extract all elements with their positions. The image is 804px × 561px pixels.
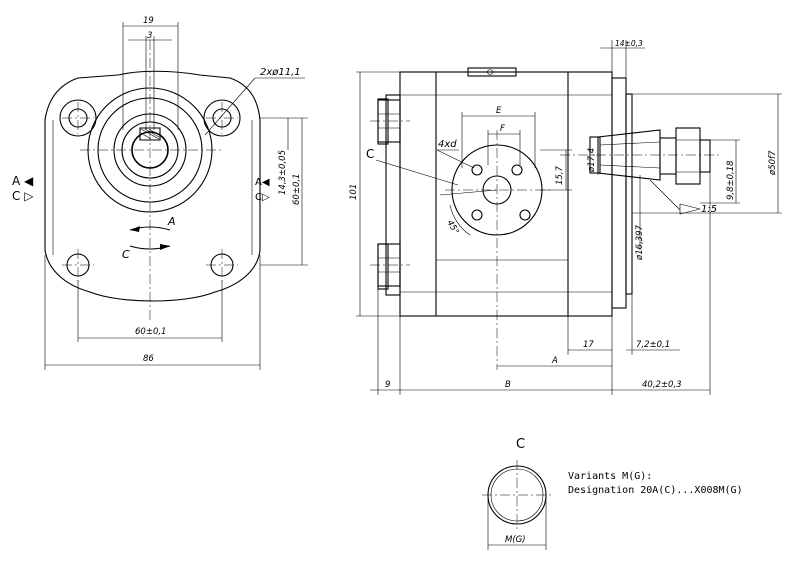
dim-9: 9 bbox=[385, 380, 390, 390]
dim-14-3: 14,3±0,05 bbox=[278, 150, 288, 195]
dim-40-2: 40,2±0,3 bbox=[642, 380, 682, 390]
dim-15-7: 15,7 bbox=[555, 165, 565, 185]
shaft-nut bbox=[675, 127, 701, 185]
dim-60-vertical: 60±0,1 bbox=[292, 174, 302, 205]
dim-mg: M(G) bbox=[505, 535, 526, 545]
dim-e: E bbox=[496, 106, 502, 116]
dim-holes: 2xø11,1 bbox=[260, 67, 301, 78]
dim-50f7: ø50f7 bbox=[768, 150, 778, 176]
dim-b: B bbox=[505, 380, 511, 390]
dim-45-deg: 45° bbox=[444, 219, 460, 237]
detail-c: C M(G) Variants M(G): Designation 20A(C)… bbox=[482, 437, 743, 550]
top-boss bbox=[467, 67, 517, 77]
detail-c-callout: C bbox=[366, 147, 374, 161]
front-body-outline bbox=[44, 70, 261, 302]
dim-17-4: ø17,4 bbox=[587, 148, 597, 173]
rotation-a-label: A bbox=[167, 215, 176, 228]
inner-a-label: A◀ bbox=[255, 177, 270, 188]
variants-line-1: Variants M(G): bbox=[568, 471, 652, 482]
rotation-c-label: C bbox=[122, 248, 130, 261]
pump-body bbox=[399, 71, 613, 317]
dim-19: 19 bbox=[143, 16, 154, 26]
dim-9-8: 9,8±0,18 bbox=[726, 160, 736, 200]
dim-86: 86 bbox=[143, 354, 154, 364]
dim-16-397: ø16,397 bbox=[635, 224, 645, 261]
dim-60-horizontal: 60±0,1 bbox=[135, 327, 166, 337]
side-a-label: A ◀ bbox=[12, 174, 34, 188]
bolt-boss-upper-left bbox=[59, 99, 97, 137]
drive-shaft bbox=[589, 127, 711, 185]
side-c-label: C ▷ bbox=[12, 189, 34, 203]
inner-c-label: C▷ bbox=[255, 192, 270, 203]
dim-14-top: 14±0,3 bbox=[615, 39, 643, 48]
detail-c-title: C bbox=[516, 437, 525, 452]
front-view: A C 19 3 2xø11,1 A ◀ C ▷ A◀ C▷ 14,3±0,05… bbox=[12, 16, 308, 370]
dim-101: 101 bbox=[349, 184, 359, 200]
dim-17: 17 bbox=[583, 340, 594, 350]
taper-label: 1:5 bbox=[701, 204, 717, 215]
dim-3: 3 bbox=[147, 31, 152, 41]
dim-4xd: 4xd bbox=[438, 139, 457, 150]
rear-cover bbox=[385, 94, 401, 296]
dim-7-2: 7,2±0,1 bbox=[636, 340, 670, 350]
dim-a: A bbox=[551, 356, 558, 366]
dim-f: F bbox=[500, 124, 505, 134]
side-view: E F 15,7 4xd 45° C ø17,4 ø16,397 ø50f7 9… bbox=[349, 39, 782, 395]
flange bbox=[611, 77, 627, 309]
variants-line-2: Designation 20A(C)...X008M(G) bbox=[568, 485, 743, 496]
